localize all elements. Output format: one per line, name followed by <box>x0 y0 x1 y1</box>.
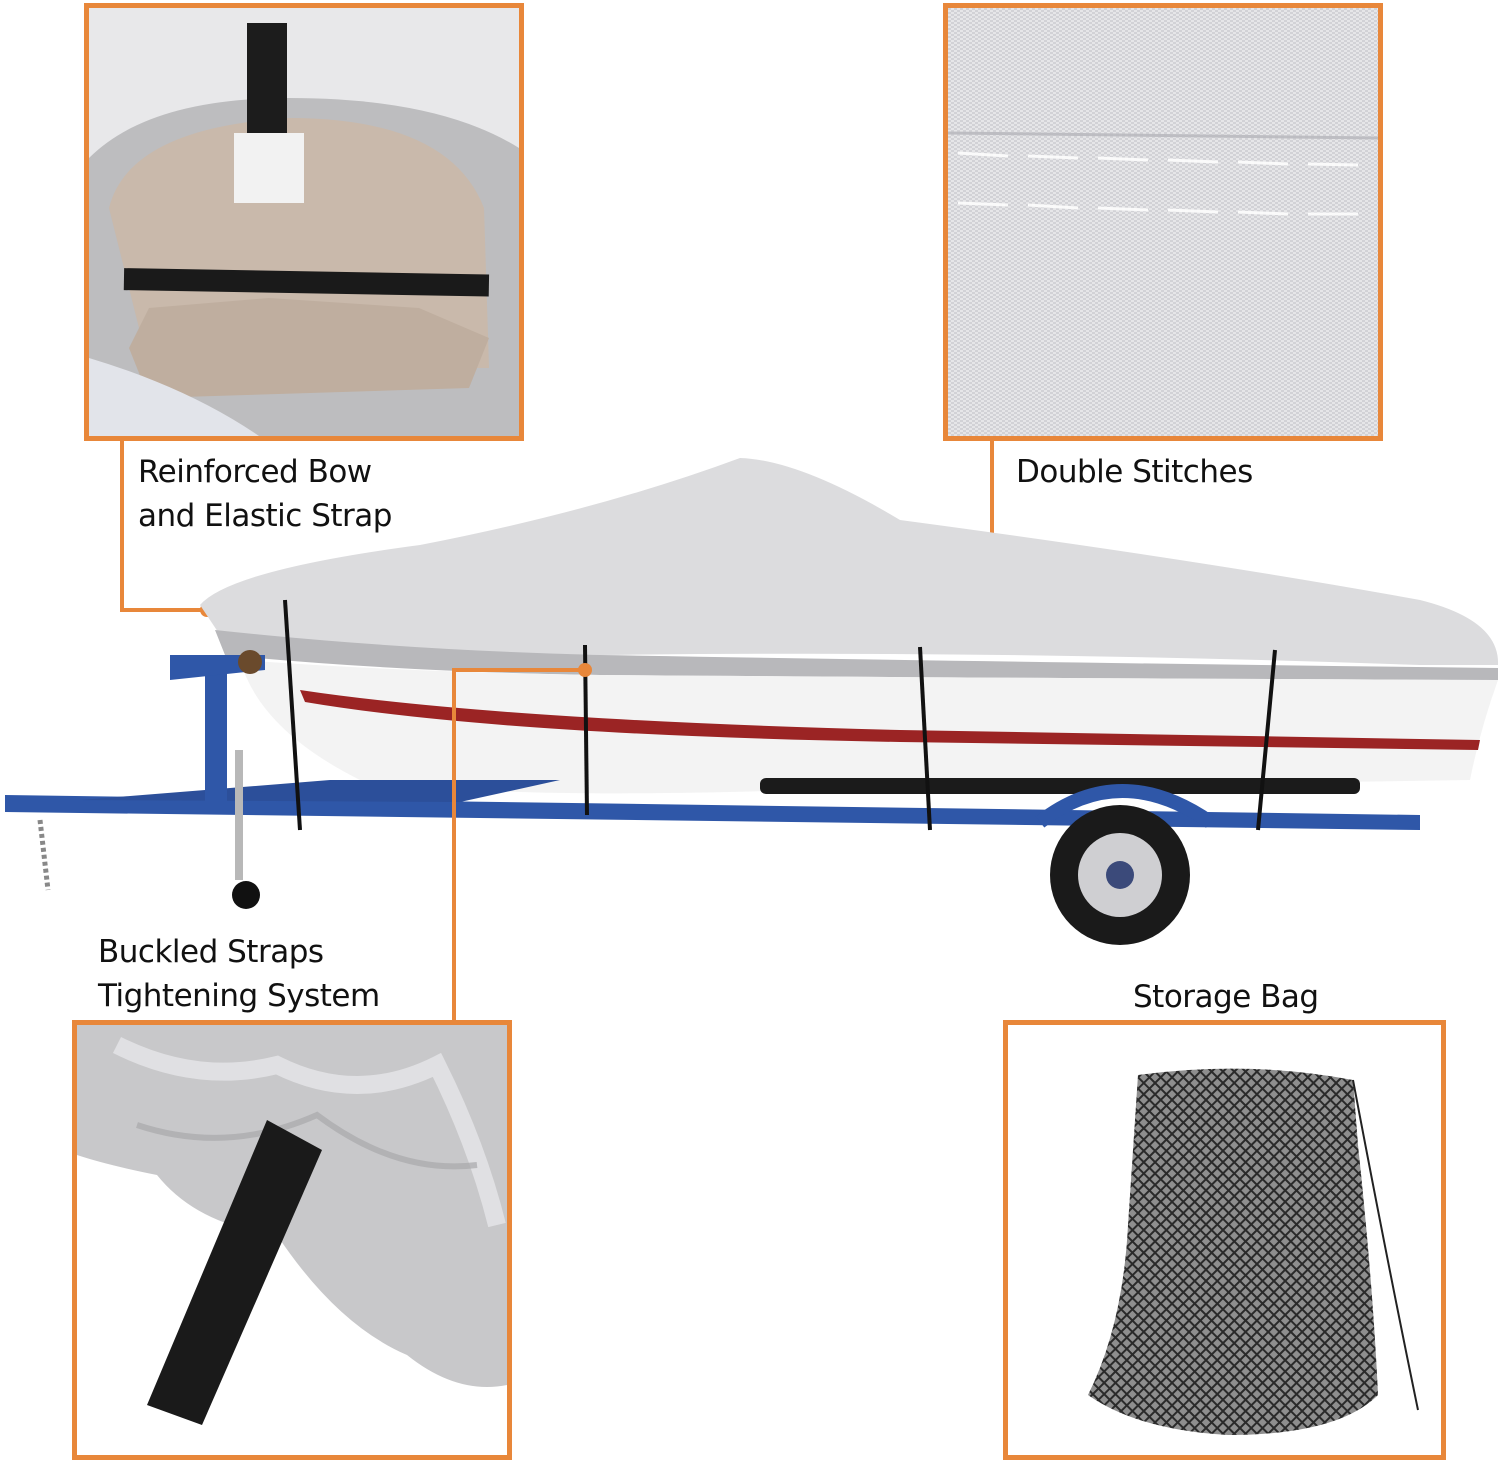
straps-callout-line-vertical <box>452 668 456 1023</box>
straps-callout-line-horizontal <box>452 668 584 672</box>
boat-on-trailer-image <box>5 458 1499 945</box>
top-strap-loop <box>247 23 287 153</box>
drawstring <box>1352 1079 1419 1411</box>
fabric-stitch-image <box>948 8 1378 436</box>
mesh-storage-bag-image <box>1088 1068 1419 1435</box>
bag-detail-frame <box>1003 1020 1446 1460</box>
mesh-bag-body <box>1088 1068 1378 1435</box>
boat-hull <box>240 660 1498 794</box>
strap-on-fabric-image <box>77 1025 507 1455</box>
bow-callout-line-horizontal <box>120 608 205 612</box>
straps-callout-dot <box>578 663 592 677</box>
hull-red-stripe <box>300 690 1480 750</box>
black-strap <box>147 1120 322 1425</box>
bow-detail-frame <box>84 3 524 441</box>
trailer-frame <box>5 795 1420 830</box>
bow-callout-line-vertical <box>120 441 124 612</box>
stitches-detail-frame <box>943 3 1383 441</box>
stitches-feature-label: Double Stitches <box>1016 454 1253 490</box>
bow-feature-label: Reinforced Bow and Elastic Strap <box>138 454 392 534</box>
bow-roller <box>238 650 262 674</box>
straps-detail-frame <box>72 1020 512 1460</box>
silver-cover <box>200 458 1499 665</box>
bag-feature-label: Storage Bag <box>1133 979 1319 1015</box>
bow-interior-image <box>89 8 519 436</box>
straps-feature-label: Buckled Straps Tightening System <box>98 934 380 1014</box>
